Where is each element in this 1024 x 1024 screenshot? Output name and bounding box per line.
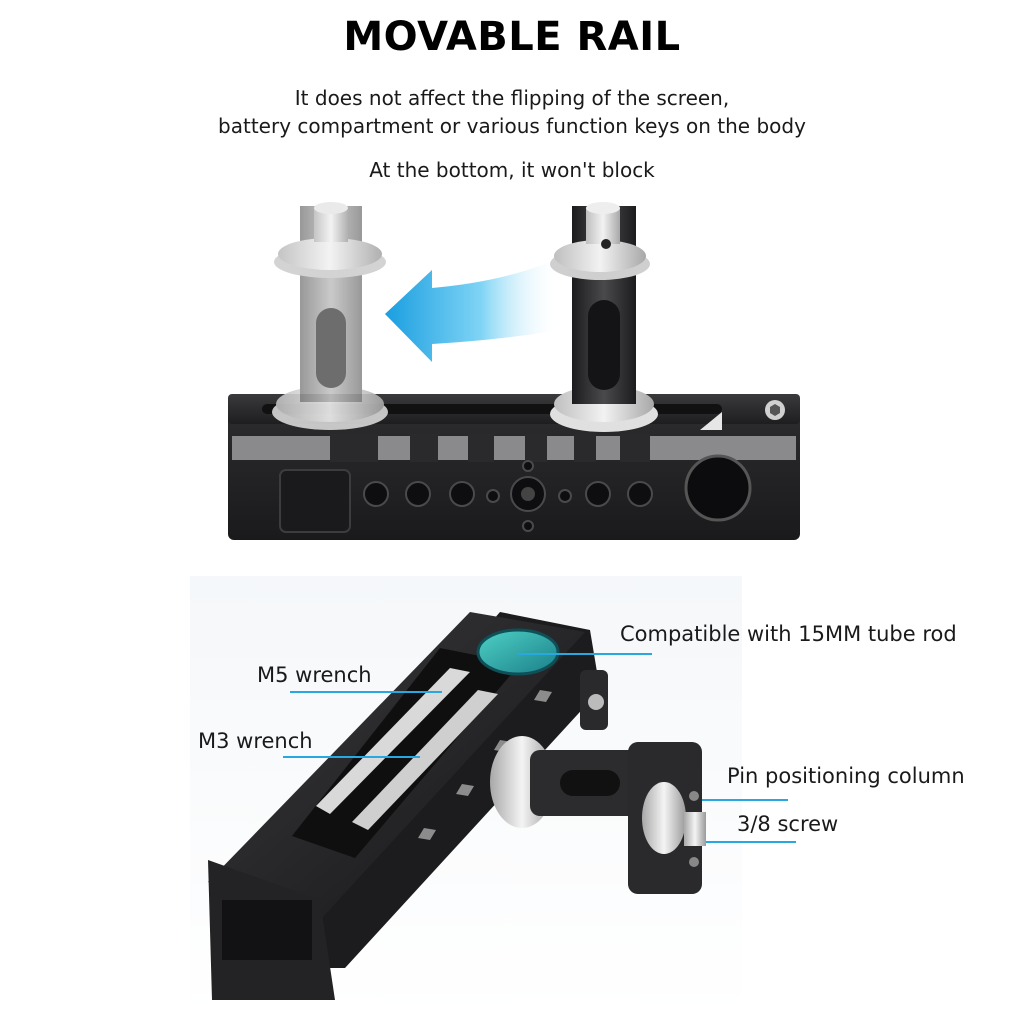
camera-mount — [550, 202, 658, 432]
ghost-mount — [272, 202, 388, 430]
callout-tube-rod: Compatible with 15MM tube rod — [620, 622, 957, 646]
subtitle-line-2: battery compartment or various function … — [218, 114, 806, 138]
angled-rail — [208, 612, 608, 1000]
callout-screw: 3/8 screw — [737, 812, 839, 836]
callout-pin-column: Pin positioning column — [727, 764, 965, 788]
subtitle-line-3: At the bottom, it won't block — [369, 158, 655, 182]
side-mount — [490, 736, 706, 894]
callout-lines — [283, 653, 796, 843]
callout-m3-wrench: M3 wrench — [198, 729, 313, 753]
subtitle-line-1: It does not affect the flipping of the s… — [294, 86, 730, 110]
page-title: MOVABLE RAIL — [343, 14, 681, 60]
callout-m5-wrench: M5 wrench — [257, 663, 372, 687]
move-left-arrow-icon — [385, 262, 560, 362]
